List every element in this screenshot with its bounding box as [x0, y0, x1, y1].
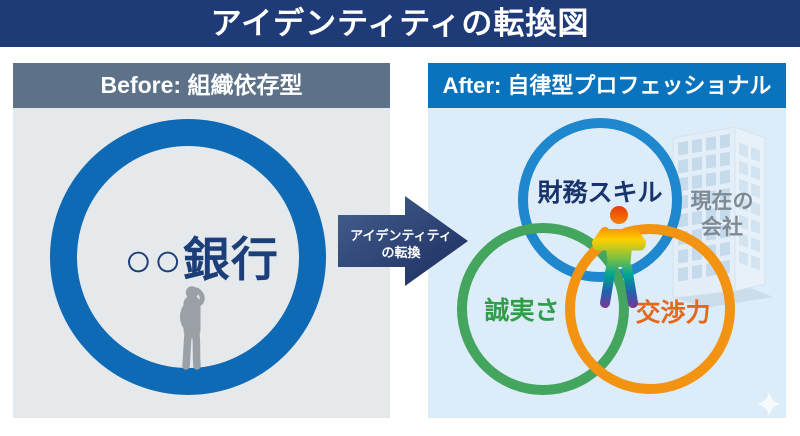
current-company-label: 現在の 会社 — [660, 189, 784, 241]
rainbow-person-icon — [578, 205, 660, 311]
current-company-line1: 現在の — [690, 190, 754, 213]
person-scratching-head-icon — [171, 285, 211, 371]
arrow-label-line1: アイデンティティ — [350, 228, 452, 243]
arrow-right-icon — [338, 196, 468, 286]
skill-ring-negotiation — [565, 224, 735, 394]
finance-skill-label: 財務スキル — [537, 179, 663, 207]
sparkle-icon — [756, 391, 782, 417]
after-panel: After: 自律型プロフェッショナル — [428, 63, 786, 418]
bank-name-label: ○○銀行 — [124, 233, 279, 286]
negotiation-label: 交渉力 — [635, 299, 711, 327]
current-company-line2: 会社 — [701, 216, 743, 239]
integrity-label: 誠実さ — [484, 297, 560, 325]
transformation-arrow: アイデンティティ の転換 — [338, 196, 469, 287]
page-title: アイデンティティの転換図 — [0, 0, 800, 47]
before-panel: Before: 組織依存型 ○○銀行 — [13, 63, 390, 418]
before-panel-header: Before: 組織依存型 — [13, 63, 390, 108]
after-panel-header: After: 自律型プロフェッショナル — [428, 63, 786, 108]
arrow-label-line2: の転換 — [381, 245, 421, 260]
arrow-label: アイデンティティ の転換 — [338, 227, 464, 261]
